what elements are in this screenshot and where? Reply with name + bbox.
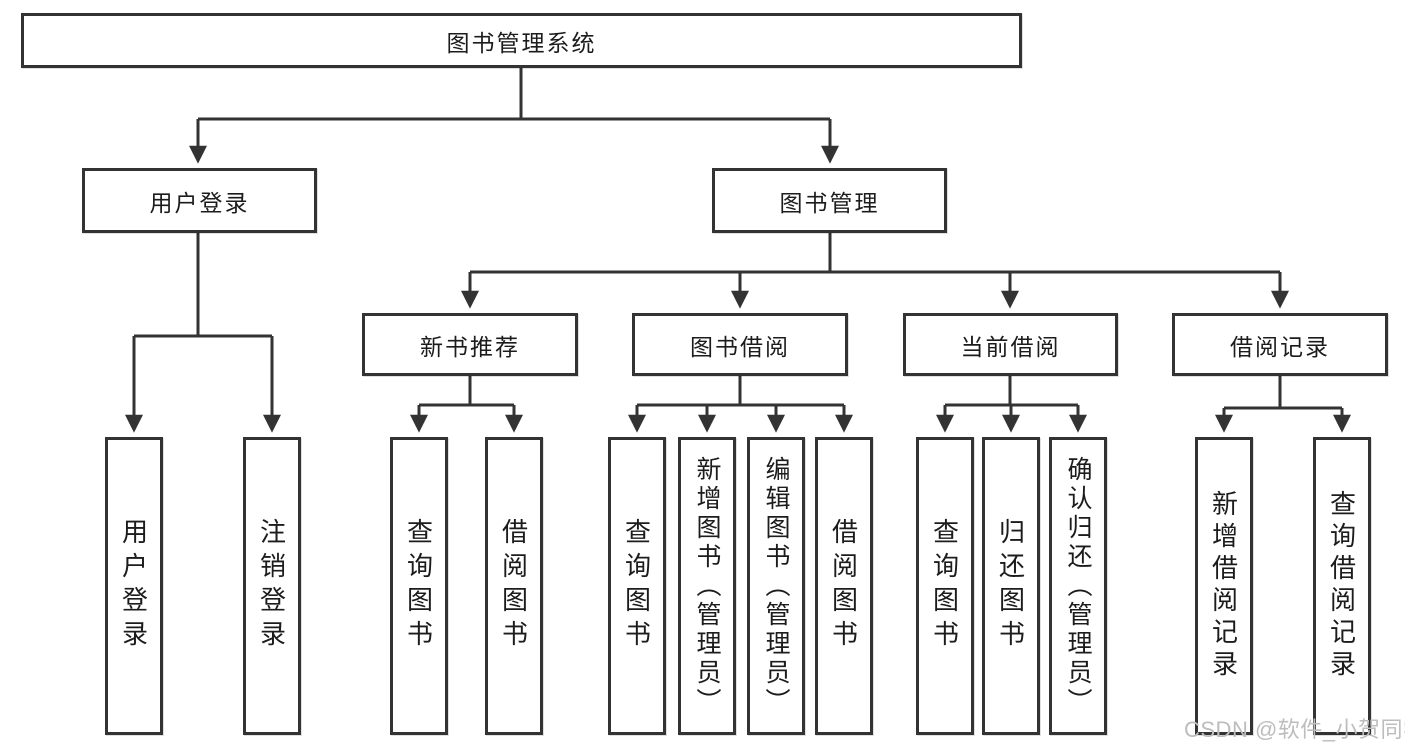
node-current-borrowing: 当前借阅 xyxy=(903,313,1118,376)
leaf-query-books-borrowing: 查询图书 xyxy=(608,437,666,735)
leaf-edit-books-admin: 编辑图书（管理员） xyxy=(747,437,805,735)
node-book-management: 图书管理 xyxy=(712,168,947,233)
leaf-add-books-admin: 新增图书（管理员） xyxy=(678,437,736,735)
leaf-query-books-recommend: 查询图书 xyxy=(390,437,448,735)
leaf-logout: 注销登录 xyxy=(243,437,301,735)
node-book-borrowing: 图书借阅 xyxy=(632,313,848,376)
leaf-confirm-return-admin: 确认归还（管理员） xyxy=(1049,437,1107,735)
node-new-book-recommend: 新书推荐 xyxy=(362,313,578,376)
node-root: 图书管理系统 xyxy=(21,13,1022,68)
node-user-login: 用户登录 xyxy=(82,168,317,233)
leaf-user-login: 用户登录 xyxy=(105,437,163,735)
watermark: CSDN @软件_小贺同学 xyxy=(1184,717,1405,742)
node-borrow-records: 借阅记录 xyxy=(1172,313,1388,376)
leaf-return-books: 归还图书 xyxy=(982,437,1040,735)
leaf-query-books-current: 查询图书 xyxy=(916,437,974,735)
leaf-query-borrow-record: 查询借阅记录 xyxy=(1313,437,1371,735)
leaf-add-borrow-record: 新增借阅记录 xyxy=(1195,437,1253,735)
leaf-borrow-books-recommend: 借阅图书 xyxy=(485,437,543,735)
leaf-borrow-books-borrowing: 借阅图书 xyxy=(815,437,873,735)
